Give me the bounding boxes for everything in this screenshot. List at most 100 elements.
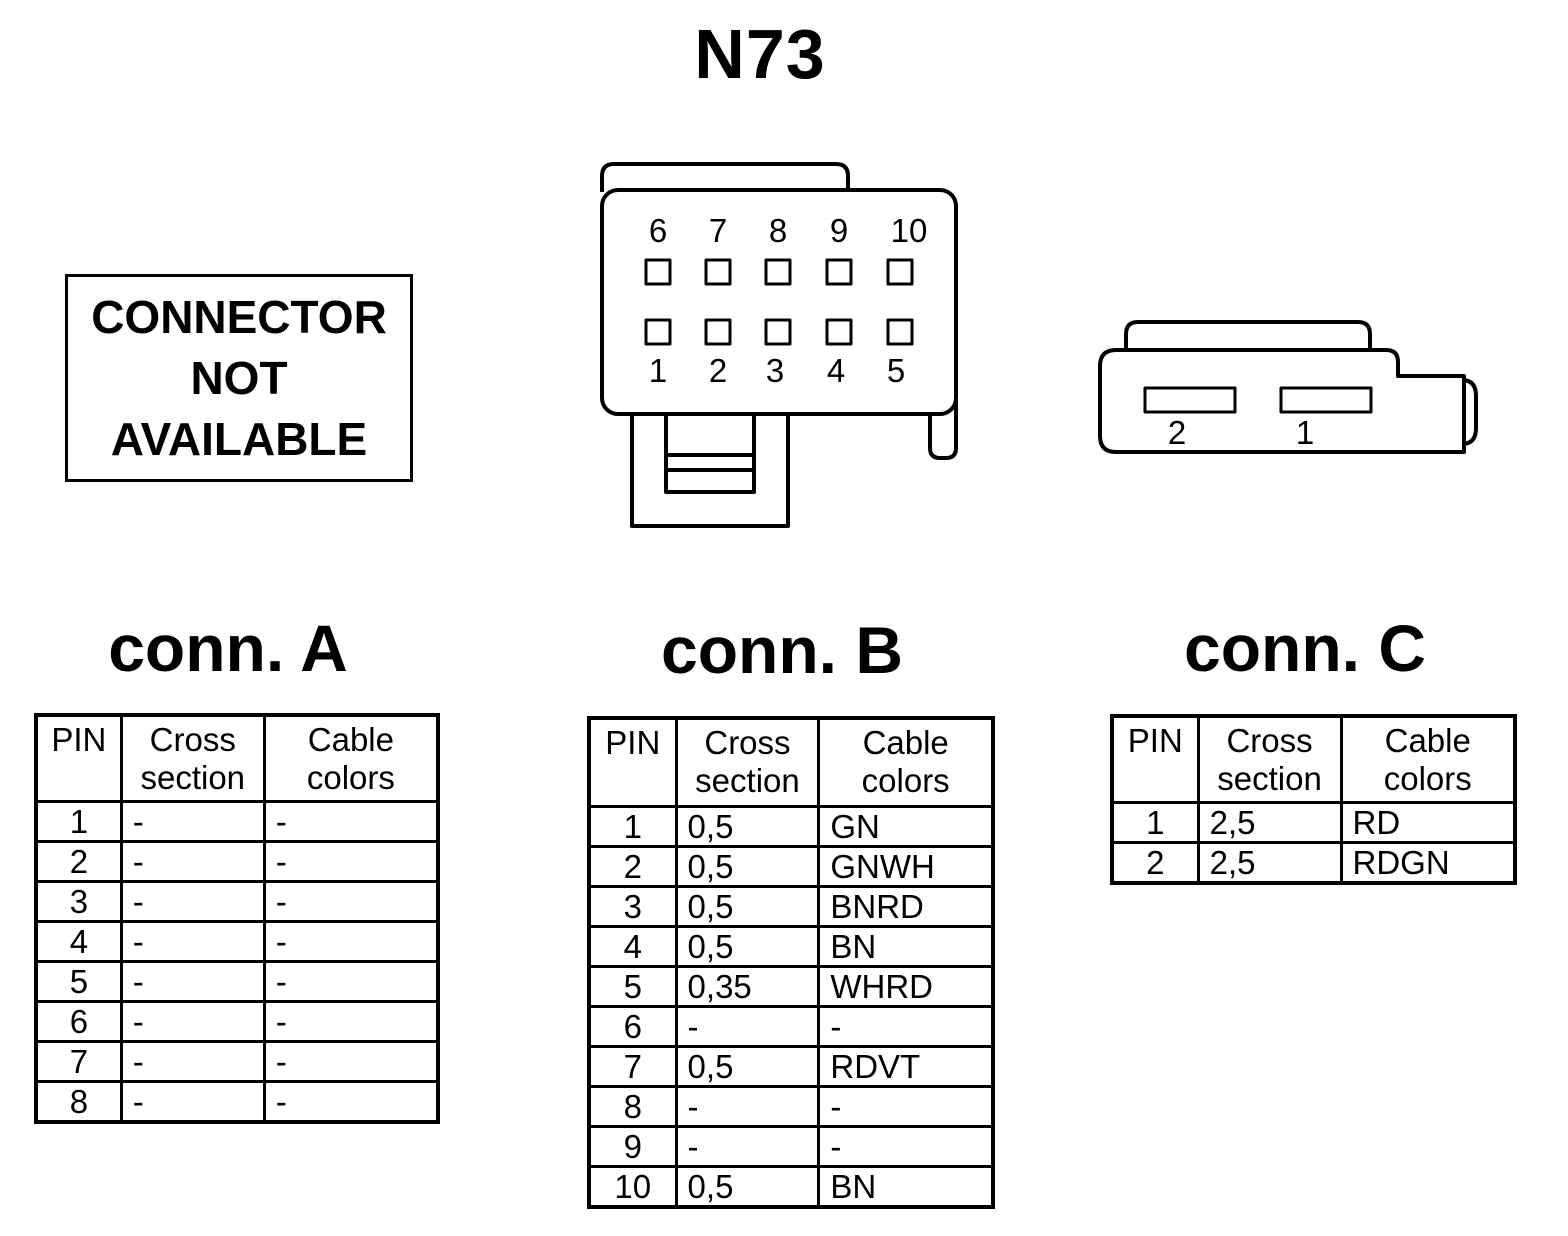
table-row: 5--	[34, 959, 440, 1003]
pin-cell: 4	[34, 919, 123, 963]
pin-label-9: 9	[830, 212, 848, 249]
pin-6-slot	[644, 258, 672, 286]
cross-section-cell: 0,5	[674, 884, 821, 928]
cable-color-cell: GNWH	[817, 844, 995, 888]
cross-section-cell: 2,5	[1196, 800, 1343, 844]
cable-color-cell: -	[262, 959, 440, 1003]
connector-not-available-box: CONNECTOR NOT AVAILABLE	[65, 274, 413, 482]
pin-cell: 1	[1110, 800, 1200, 844]
conn-a-title: conn. A	[108, 611, 348, 685]
cable-color-cell: BNRD	[817, 884, 995, 928]
cable-color-cell: -	[817, 1084, 995, 1128]
connector-c-drawing	[1098, 320, 1478, 454]
pin-5-slot	[886, 318, 914, 346]
cable-color-cell: RD	[1339, 800, 1517, 844]
pin-7-slot	[704, 258, 732, 286]
table-row: 8--	[587, 1084, 995, 1128]
not-available-line-3: AVAILABLE	[110, 412, 368, 465]
cross-section-cell: 0,5	[674, 924, 821, 968]
cable-color-cell: -	[262, 839, 440, 883]
conn-b-title: conn. B	[661, 613, 903, 687]
table-row: 1--	[34, 799, 440, 843]
pin-column-header: PIN	[34, 713, 123, 803]
cross-section-cell: -	[674, 1084, 821, 1128]
pin-cell: 7	[34, 1039, 123, 1083]
pin-2-slot	[704, 318, 732, 346]
pin-column-header: PIN	[1110, 714, 1200, 804]
cross-section-cell: -	[119, 879, 266, 923]
pin-cell: 2	[587, 844, 678, 888]
cable-color-cell: -	[817, 1004, 995, 1048]
cross-section-cell: -	[119, 999, 266, 1043]
cross-section-cell: -	[119, 959, 266, 1003]
pin-10-slot	[886, 258, 914, 286]
pin-cell: 6	[34, 999, 123, 1043]
not-available-line-2: NOT	[190, 351, 288, 404]
pin-column-header: PIN	[587, 716, 678, 808]
pin-cell: 2	[34, 839, 123, 883]
table-row: 2--	[34, 839, 440, 883]
pin-label-4: 4	[827, 352, 845, 389]
cross-section-cell: -	[119, 1079, 266, 1123]
pin-cell: 3	[587, 884, 678, 928]
conn-c-title: conn. C	[1184, 611, 1426, 685]
pin-label-2: 2	[709, 352, 727, 389]
table-row: 6--	[34, 999, 440, 1043]
pin-3-slot	[764, 318, 792, 346]
connector-b-housing	[600, 188, 958, 416]
connector-b-drawing	[600, 162, 958, 528]
pin-2-slot-c	[1143, 386, 1237, 414]
cable-color-cell: -	[817, 1124, 995, 1168]
cable-color-cell: GN	[817, 804, 995, 848]
cable-color-cell: -	[262, 999, 440, 1043]
cable-color-cell: WHRD	[817, 964, 995, 1008]
table-row: 6--	[587, 1004, 995, 1048]
pin-8-slot	[764, 258, 792, 286]
pin-cell: 1	[587, 804, 678, 848]
pin-label-3: 3	[766, 352, 784, 389]
pin-cell: 5	[34, 959, 123, 1003]
table-row: 7--	[34, 1039, 440, 1083]
cross-section-cell: 0,35	[674, 964, 821, 1008]
pin-1-slot-c	[1279, 386, 1373, 414]
pin-cell: 3	[34, 879, 123, 923]
cross-section-cell: 0,5	[674, 844, 821, 888]
cross-section-cell: 0,5	[674, 1044, 821, 1088]
cross-section-cell: -	[119, 799, 266, 843]
table-row: 9--	[587, 1124, 995, 1168]
cross-section-cell: -	[674, 1004, 821, 1048]
pin-1-slot	[644, 318, 672, 346]
pin-4-slot	[825, 318, 853, 346]
pin-cell: 9	[587, 1124, 678, 1168]
pin-cell: 5	[587, 964, 678, 1008]
table-row: 4--	[34, 919, 440, 963]
pin-label-10: 10	[891, 212, 928, 249]
pin-cell: 10	[587, 1164, 678, 1208]
pin-cell: 6	[587, 1004, 678, 1048]
pin-cell: 7	[587, 1044, 678, 1088]
slot-label-2: 2	[1168, 414, 1186, 451]
cable-color-cell: -	[262, 879, 440, 923]
pin-cell: 8	[34, 1079, 123, 1123]
cable-color-cell: RDVT	[817, 1044, 995, 1088]
cable-color-cell: -	[262, 1079, 440, 1123]
not-available-line-1: CONNECTOR	[91, 290, 387, 343]
cable-color-cell: BN	[817, 1164, 995, 1208]
